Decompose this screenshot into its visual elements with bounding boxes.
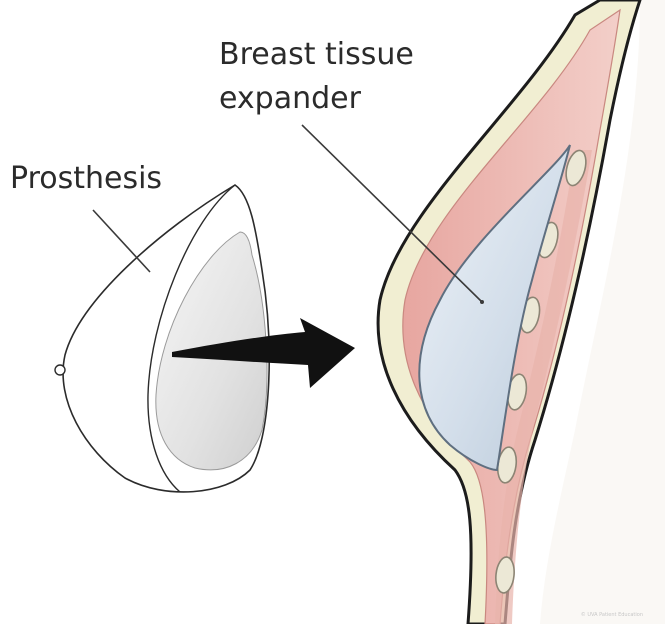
- prosthesis-implant: [55, 185, 269, 492]
- expander-leader-dot: [480, 300, 484, 304]
- expander-label-line-1: Breast tissue: [219, 40, 414, 70]
- prosthesis-leader-line: [93, 210, 150, 272]
- image-credit: © UVA Patient Education: [581, 612, 643, 618]
- prosthesis-label: Prosthesis: [10, 164, 162, 194]
- expander-label-line-2: expander: [219, 84, 361, 114]
- nipple-bump: [55, 365, 65, 375]
